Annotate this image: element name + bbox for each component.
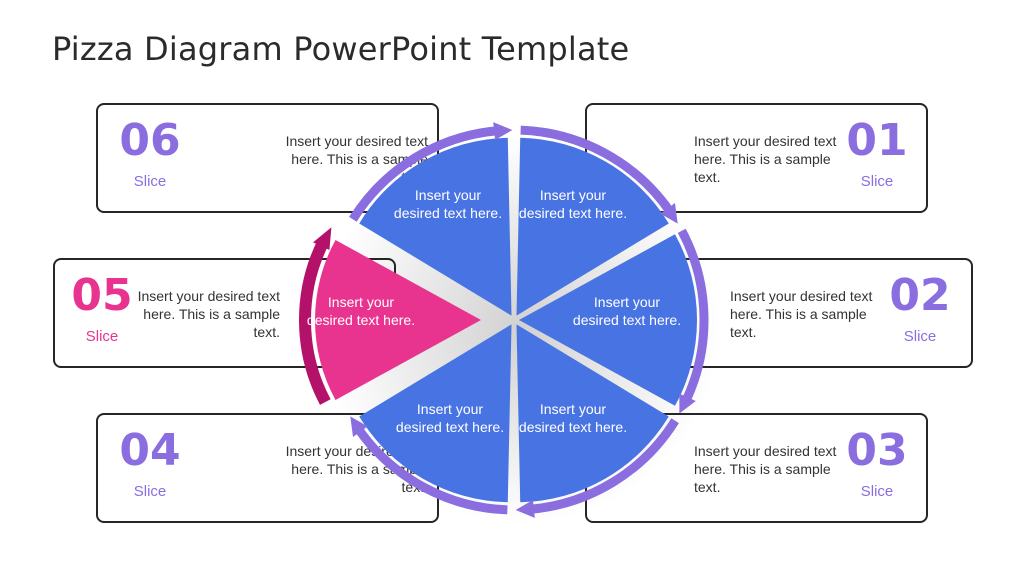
card-slice-label: Slice [85, 328, 119, 345]
card-number: 05 [71, 270, 133, 321]
card-slice-label: Slice [860, 173, 894, 190]
ring-arrowhead-1 [660, 203, 678, 224]
slice-text-1: Insert your desired text here. [518, 187, 628, 221]
ring-arrowhead-6 [493, 122, 513, 140]
slice-text-3: Insert your desired text here. [518, 401, 628, 435]
card-slice-label: Slice [133, 483, 167, 500]
ring-arrowhead-4 [350, 416, 368, 437]
ring-arc-4 [354, 426, 508, 515]
ring-arrowhead-3 [515, 500, 535, 518]
pizza-slice-3 [516, 324, 669, 503]
card-slice-label: Slice [903, 328, 937, 345]
slice-text-4: Insert your desired text here. [395, 401, 505, 435]
ring-arc-3 [530, 418, 679, 514]
pizza-slice-2 [519, 234, 697, 406]
page-title: Pizza Diagram PowerPoint Template [52, 30, 630, 68]
card-number: 02 [889, 270, 951, 321]
pizza-slice-1 [516, 137, 669, 316]
card-slice-06[interactable]: 06 Slice Insert your desired text here. … [96, 103, 439, 213]
card-description: Insert your desired text here. This is a… [137, 288, 280, 340]
slice-text-2: Insert your desired text here. [572, 294, 682, 328]
ring-arc-2 [677, 228, 709, 403]
card-number: 03 [846, 425, 908, 476]
highlight-crust [299, 237, 331, 405]
highlight-arrowhead [313, 227, 332, 250]
card-description: Insert your desired text here. This is a… [694, 443, 837, 495]
card-slice-label: Slice [133, 173, 167, 190]
slice-text-6: Insert your desired text here. [393, 187, 503, 221]
ring-arrowhead-2 [679, 393, 696, 414]
card-number: 04 [119, 425, 181, 476]
card-number: 01 [846, 115, 908, 166]
pizza-slice-4 [359, 324, 512, 503]
card-description: Insert your desired text here. This is a… [694, 133, 837, 185]
card-slice-label: Slice [860, 483, 894, 500]
card-description: Insert your desired text here. This is a… [730, 288, 873, 340]
ring-arc-1 [520, 125, 674, 214]
card-number: 06 [119, 115, 181, 166]
pizza-slice-5 [315, 240, 481, 400]
slice-text-5: Insert your desired text here. [306, 294, 416, 328]
ring-arc-6 [349, 126, 498, 222]
pizza-slice-6 [359, 137, 512, 316]
